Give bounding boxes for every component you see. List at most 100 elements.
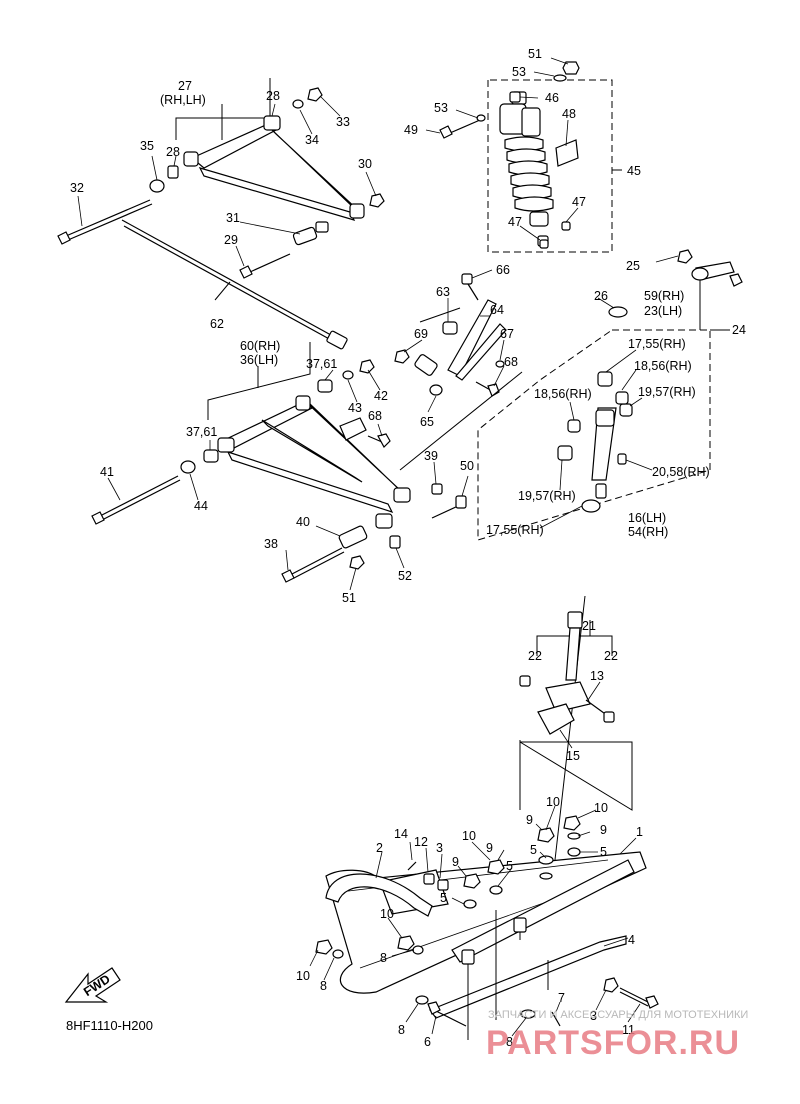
callout: 51	[528, 47, 542, 61]
rod-group	[121, 219, 348, 350]
callout: 15	[566, 749, 580, 763]
callout: 69	[414, 327, 428, 341]
steering-column-group	[477, 249, 743, 541]
callout: 16(LH)	[628, 511, 666, 525]
callout: 3	[590, 1009, 597, 1023]
watermark: ЗАПЧАСТИ И АКСЕССУАРЫ ДЛЯ МОТОТЕХНИКИ PA…	[486, 1009, 748, 1062]
callout: 66	[496, 263, 510, 277]
callout: 5	[506, 859, 513, 873]
ski-assembly-group	[315, 815, 659, 1040]
callout: 23(LH)	[644, 304, 682, 318]
callout: 22	[604, 649, 618, 663]
callout: 53	[434, 101, 448, 115]
callout: 37,61	[306, 357, 337, 371]
callout: 38	[264, 537, 278, 551]
callout: 11	[622, 1023, 635, 1037]
diagram-code: 8HF1110-H200	[66, 1018, 153, 1033]
callout: 6	[424, 1035, 431, 1049]
callout: 5	[530, 843, 537, 857]
callout: 64	[490, 303, 504, 317]
shock-absorber-group	[439, 61, 622, 253]
callout: 18,56(RH)	[634, 359, 692, 373]
callout: 3	[436, 841, 443, 855]
fwd-arrow-icon: FWD	[64, 967, 121, 1003]
callout: 10	[380, 907, 394, 921]
callout: 9	[452, 855, 459, 869]
callout: 10	[594, 801, 608, 815]
callout: 63	[436, 285, 450, 299]
callout: 30	[358, 157, 372, 171]
callout-labels: 51 53 46 53 49 48 45 47 47 27 (RH,LH) 28…	[70, 47, 746, 1049]
callout: 19,57(RH)	[518, 489, 576, 503]
callout: 40	[296, 515, 310, 529]
callout: 68	[504, 355, 518, 369]
callout: 9	[526, 813, 533, 827]
callout: 17,55(RH)	[486, 523, 544, 537]
watermark-brand: PARTSFOR.RU	[486, 1024, 740, 1062]
callout: 13	[590, 669, 604, 683]
callout: 10	[462, 829, 476, 843]
callout: 46	[545, 91, 559, 105]
callout: 68	[368, 409, 382, 423]
callout: 25	[626, 259, 640, 273]
callout: 44	[194, 499, 208, 513]
callout: 33	[336, 115, 350, 129]
callout: 52	[398, 569, 412, 583]
callout: 60(RH)	[240, 339, 280, 353]
callout: 32	[70, 181, 84, 195]
callout: 51	[342, 591, 356, 605]
callout: 28	[266, 89, 280, 103]
callout: 20,58(RH)	[652, 465, 710, 479]
callout: 47	[508, 215, 522, 229]
callout: 19,57(RH)	[638, 385, 696, 399]
callout: 39	[424, 449, 438, 463]
linkage-group	[394, 273, 523, 471]
callout: 67	[500, 327, 514, 341]
callout: 9	[486, 841, 493, 855]
callout: 31	[226, 211, 240, 225]
callout: (RH,LH)	[160, 93, 206, 107]
callout: 1	[636, 825, 643, 839]
callout: 59(RH)	[644, 289, 684, 303]
lower-arm-group	[91, 342, 467, 583]
callout: 21	[582, 619, 596, 633]
callout: 17,55(RH)	[628, 337, 686, 351]
callout: 9	[600, 823, 607, 837]
callout: 8	[320, 979, 327, 993]
callout: 53	[512, 65, 526, 79]
upper-arm-group	[57, 78, 385, 279]
watermark-caption: ЗАПЧАСТИ И АКСЕССУАРЫ ДЛЯ МОТОТЕХНИКИ	[488, 1009, 748, 1021]
callout: 37,61	[186, 425, 217, 439]
callout: 18,56(RH)	[534, 387, 592, 401]
callout: 24	[732, 323, 746, 337]
callout: 27	[178, 79, 192, 93]
callout: 48	[562, 107, 576, 121]
callout: 41	[100, 465, 114, 479]
callout: 28	[166, 145, 180, 159]
callout: 8	[380, 951, 387, 965]
callout: 22	[528, 649, 542, 663]
callout: 29	[224, 233, 238, 247]
callout: 7	[558, 991, 565, 1005]
callout: 10	[546, 795, 560, 809]
callout: 47	[572, 195, 586, 209]
callout: 10	[296, 969, 310, 983]
callout: 2	[376, 841, 383, 855]
callout: 35	[140, 139, 154, 153]
callout: 36(LH)	[240, 353, 278, 367]
callout: 12	[414, 835, 428, 849]
callout: 43	[348, 401, 362, 415]
callout: 65	[420, 415, 434, 429]
callout: 26	[594, 289, 608, 303]
leader-lines	[77, 57, 679, 1037]
callout: 42	[374, 389, 388, 403]
callout: 34	[305, 133, 319, 147]
callout: 62	[210, 317, 224, 331]
callout: 54(RH)	[628, 525, 668, 539]
callout: 49	[404, 123, 418, 137]
ski-spindle-group	[519, 595, 633, 861]
callout: 45	[627, 164, 641, 178]
callout: 5	[440, 891, 447, 905]
callout: 8	[506, 1035, 513, 1049]
